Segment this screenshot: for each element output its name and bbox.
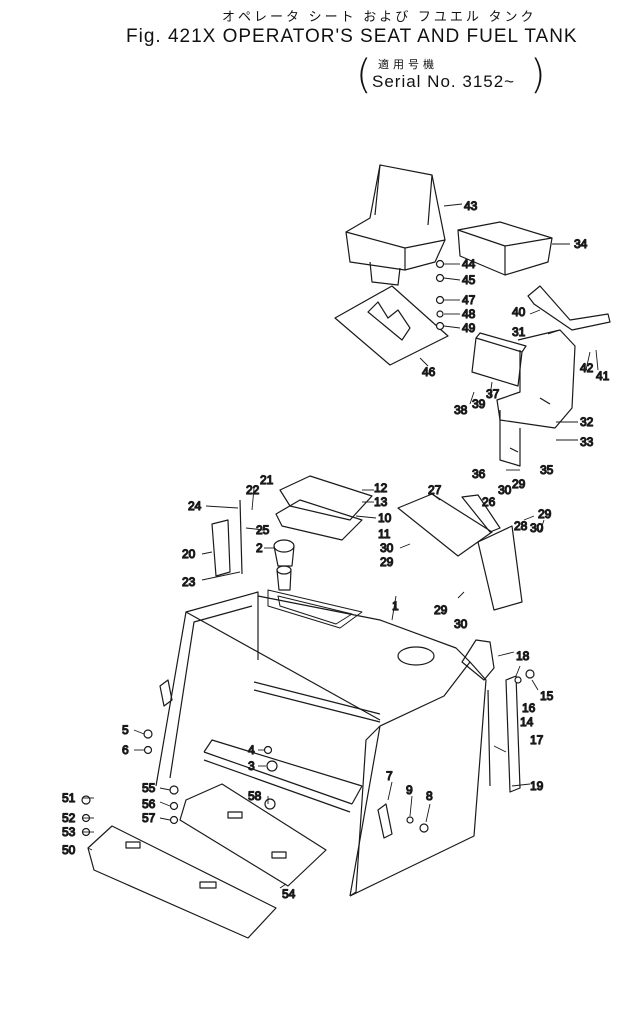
- callout-45: 45: [462, 273, 476, 287]
- callout-57: 57: [142, 811, 156, 825]
- seat-cushion: [457, 221, 553, 276]
- filler-neck: [461, 639, 495, 681]
- callout-3: 3: [248, 759, 255, 773]
- callout-58: 58: [248, 789, 262, 803]
- callout-14: 14: [520, 715, 534, 729]
- strainer-pipe: [276, 565, 292, 591]
- callout-20: 20: [182, 547, 196, 561]
- callout-10: 10: [378, 511, 392, 525]
- filler-cap: [273, 539, 295, 567]
- callout-13: 13: [374, 495, 388, 509]
- callout-39: 39: [472, 397, 486, 411]
- callout-11: 11: [378, 527, 391, 541]
- callout-48: 48: [462, 307, 476, 321]
- callout-52: 52: [62, 811, 76, 825]
- callout-30-c: 30: [530, 521, 544, 535]
- callout-19: 19: [530, 779, 544, 793]
- seat-bolts: [435, 259, 445, 331]
- box-37: [471, 332, 527, 387]
- figure-title: Fig. 421X OPERATOR'S SEAT AND FUEL TANK: [126, 26, 578, 47]
- callout-43: 43: [464, 199, 478, 213]
- callout-27: 27: [428, 483, 442, 497]
- callout-30-d: 30: [454, 617, 468, 631]
- callout-22: 22: [246, 483, 260, 497]
- callout-26: 26: [482, 495, 496, 509]
- callout-29-b: 29: [512, 477, 526, 491]
- bracket-40: [527, 285, 611, 331]
- callout-49: 49: [462, 321, 476, 335]
- callout-35: 35: [540, 463, 554, 477]
- cover-plate-10: [275, 475, 373, 541]
- left-parenthesis: (: [356, 52, 372, 98]
- callout-17: 17: [530, 733, 544, 747]
- callout-44: 44: [462, 257, 476, 271]
- callout-53: 53: [62, 825, 76, 839]
- callout-2: 2: [256, 541, 263, 555]
- callout-40: 40: [512, 305, 526, 319]
- callout-32: 32: [580, 415, 594, 429]
- level-gauge: [505, 675, 521, 793]
- under-cover-50: [87, 825, 277, 939]
- applicable-serial-japanese: 適用号機: [378, 59, 438, 71]
- callout-47: 47: [462, 293, 476, 307]
- callout-29-d: 29: [434, 603, 448, 617]
- operator-seat: [345, 164, 446, 286]
- gauge-tube: [487, 689, 491, 787]
- callout-8: 8: [426, 789, 433, 803]
- callout-54: 54: [282, 887, 296, 901]
- japanese-title: オペレータ シート および フユエル タンク: [222, 9, 537, 24]
- callout-42: 42: [580, 361, 594, 375]
- callout-55: 55: [142, 781, 156, 795]
- callout-4: 4: [248, 743, 255, 757]
- callout-31: 31: [512, 325, 526, 339]
- callout-56: 56: [142, 797, 156, 811]
- callout-9: 9: [406, 783, 413, 797]
- bottom-plate-54: [179, 783, 327, 887]
- plate-28: [477, 525, 523, 611]
- callout-21: 21: [260, 473, 274, 487]
- rod-24: [239, 499, 243, 575]
- callout-34: 34: [574, 237, 588, 251]
- bracket-20: [211, 519, 231, 577]
- callout-30-b: 30: [498, 483, 512, 497]
- callout-36: 36: [472, 467, 486, 481]
- callout-50: 50: [62, 843, 76, 857]
- callout-numbers: 43 34 44 45 47 48 49 46 40 31 42 41 37 3…: [61, 198, 610, 901]
- callout-29-c: 29: [538, 507, 552, 521]
- callout-18: 18: [516, 649, 530, 663]
- callout-6: 6: [122, 743, 129, 757]
- seat-base-plate: [334, 285, 449, 366]
- callout-33: 33: [580, 435, 594, 449]
- callout-25: 25: [256, 523, 270, 537]
- callout-12: 12: [374, 481, 388, 495]
- callout-41: 41: [596, 369, 610, 383]
- serial-number: Serial No. 3152~: [372, 72, 516, 91]
- callout-5: 5: [122, 723, 129, 737]
- leader-lines: [82, 203, 599, 889]
- callout-38: 38: [454, 403, 468, 417]
- callout-51: 51: [62, 791, 76, 805]
- fuel-tank: [155, 589, 487, 897]
- callout-24: 24: [188, 499, 202, 513]
- seat-stand: [496, 329, 576, 467]
- callout-46: 46: [422, 365, 436, 379]
- callout-30-a: 30: [380, 541, 394, 555]
- panel-27: [397, 493, 493, 557]
- callout-37: 37: [486, 387, 500, 401]
- callout-23: 23: [182, 575, 196, 589]
- right-parenthesis: ): [530, 52, 546, 98]
- callout-1: 1: [392, 599, 399, 613]
- callout-28: 28: [514, 519, 528, 533]
- handle-7: [377, 803, 393, 839]
- callout-15: 15: [540, 689, 554, 703]
- callout-7-b: 7: [386, 769, 393, 783]
- guard-26: [461, 494, 501, 533]
- callout-29-a: 29: [380, 555, 394, 569]
- callout-16: 16: [522, 701, 536, 715]
